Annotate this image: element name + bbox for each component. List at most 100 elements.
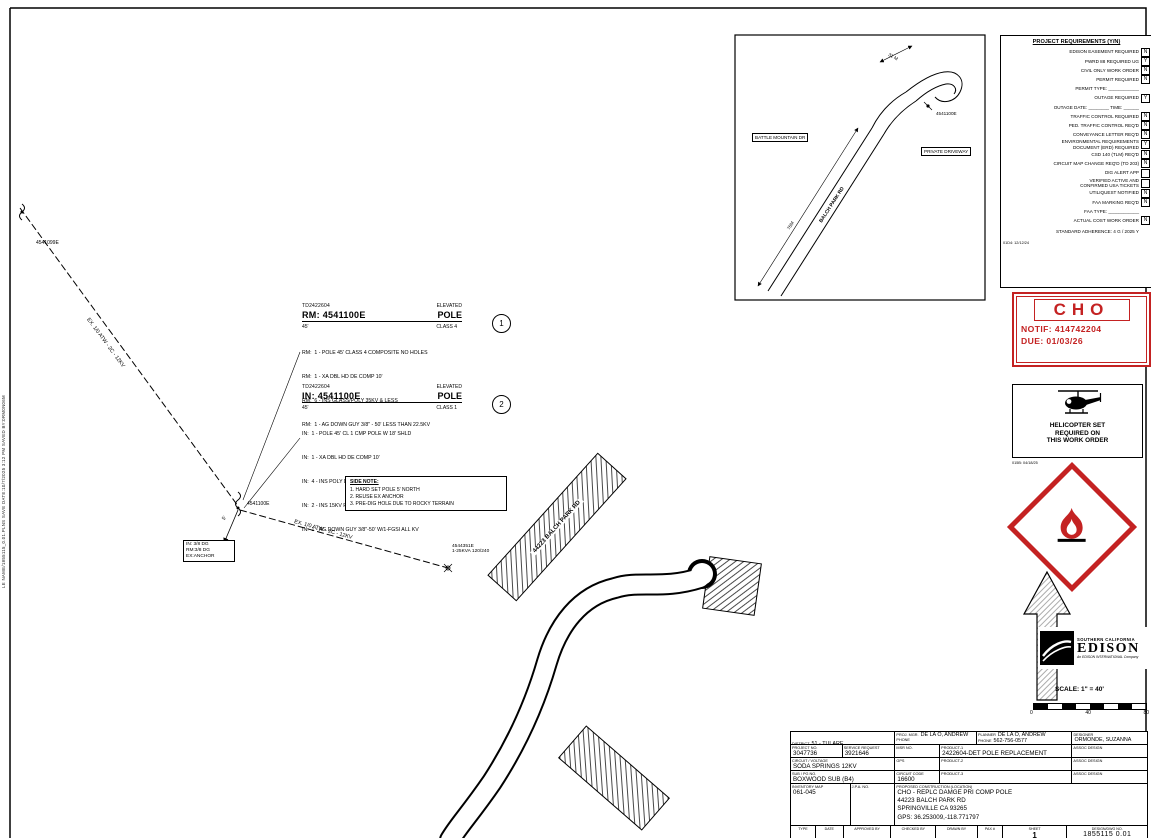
tb-designer-value: ORMONDE, SUZANNA	[1074, 736, 1132, 743]
pole-label-4541100E: 4541100E	[247, 501, 270, 507]
req-label: FAA TYPE: ____________	[1084, 208, 1139, 214]
req-label: CIRCUIT MAP CHANGE REQ'D (TD 203)	[1053, 161, 1139, 167]
note1-pole-id: RM: 4541100E	[302, 310, 366, 320]
note1-item: RM: 1 - POLE 45' CLASS 4 COMPOSITE NO HO…	[302, 349, 428, 356]
note2-pole-id: IN: 4541100E	[302, 391, 361, 401]
tb-approved-label: APPROVED BY	[854, 826, 880, 831]
tb-inventory-value: 061-045	[793, 788, 816, 796]
tb-district-label: DISTRICT	[792, 742, 810, 745]
tb-pax-label: PAX #	[984, 826, 995, 831]
tb-circuit-code-value: 16600	[897, 775, 915, 783]
note2-callout-number: 2	[499, 400, 504, 409]
tb-msr-label: MSR NO.	[896, 745, 913, 750]
pole-symbol-4541100E	[235, 491, 241, 517]
tb-sheet-value: 1	[1032, 830, 1037, 838]
tb-assoc2-cell: ASSOC DESIGN	[1072, 758, 1147, 771]
tb-product2-label: PRODUCT-2	[941, 758, 964, 763]
tb-circuit-cell: CIRCUIT / VOLTAGE SODA SPRINGS 12KV	[791, 758, 896, 771]
req-label: EDISON EASEMENT REQUIRED	[1069, 49, 1139, 55]
tb-approved-cell: APPROVED BY	[844, 826, 892, 838]
tb-assoc-design-label: ASSOC DESIGN	[1073, 758, 1103, 763]
req-row-erd: ENVIRONMENTAL REQUIREMENTS DOCUMENT (ERD…	[1003, 139, 1150, 150]
edison-logo-block: SOUTHERN CALIFORNIA EDISON An EDISON INT…	[1038, 627, 1148, 669]
tb-service-request-value: 3921646	[844, 749, 869, 757]
pole-c-equipment: 1-25KVA 120/240	[452, 549, 490, 554]
pole-symbol-4544351E	[443, 563, 453, 573]
req-row-faa-type: FAA TYPE: ____________	[1003, 207, 1150, 216]
plot-stamp-text: LE NAME/1855115_0.01.PLNS SAVE DATE:10/7…	[1, 395, 6, 589]
tb-proposed-line3: SPRINGVILLE CA 93265	[897, 805, 967, 813]
scale-tick-labels: 0 40 80	[1030, 710, 1149, 716]
req-label: PED. TRAFFIC CONTROL REQ'D	[1068, 122, 1139, 128]
req-checkbox: N	[1141, 197, 1150, 207]
tb-product2-cell: PRODUCT-2	[940, 758, 1073, 771]
req-label: PERMIT REQUIRED	[1096, 76, 1139, 82]
tb-dwg-value: 1855115 0.01	[1083, 830, 1132, 838]
tb-inventory-label: INVENTORY MAP	[792, 784, 824, 789]
cho-notif: NOTIF: 414742204	[1021, 323, 1102, 334]
inset-label-private-driveway: PRIVATE DRIVEWAY	[921, 147, 972, 156]
guy-anchor-line	[223, 509, 239, 544]
tb-date-cell: DATE	[816, 826, 844, 838]
scale-tick-0: 0	[1030, 710, 1033, 716]
tb-product3-cell: PRODUCT-3	[940, 771, 1073, 784]
tb-proposed-cell: PROPOSED CONSTRUCTION (LOCATION) CHO - R…	[895, 784, 1147, 826]
inset-label-battle-mountain: BATTLE MOUNTAIN DR	[752, 133, 809, 142]
note1-header: TD2422604 RM: 4541100E ELEVATED POLE	[302, 303, 462, 322]
req-checkbox: N	[1141, 47, 1150, 57]
note1-item: RM: 6 - INS GLASS/POLY 35KV & LESS	[302, 397, 398, 404]
req-row-dig-alert: DIG ALERT APP	[1003, 168, 1150, 178]
tb-assoc-design-label: ASSOC DESIGN	[1073, 745, 1103, 750]
req-checkbox	[1141, 178, 1150, 188]
sheet-border	[9, 7, 1147, 838]
req-label: TRAFFIC CONTROL REQUIRED	[1070, 113, 1139, 119]
note2-class: CLASS 1	[436, 404, 457, 411]
side-note-item: 3. PRE-DIG HOLE DUE TO ROCKY TERRAIN	[350, 501, 454, 507]
req-checkbox: Y	[1141, 140, 1150, 150]
req-label: STANDARD ADHERENCE: 4 G / 2025 Y	[1055, 229, 1139, 235]
note2-elevated-label: ELEVATED	[436, 384, 462, 390]
req-checkbox: N	[1141, 75, 1150, 85]
tb-date-label: DATE	[824, 826, 834, 831]
logo-southern-california: SOUTHERN CALIFORNIA	[1077, 637, 1136, 642]
tb-planner-phone-label: PHONE	[977, 739, 992, 743]
req-checkbox: N	[1141, 150, 1150, 160]
req-row-circuit-map-change: CIRCUIT MAP CHANGE REQ'D (TD 203)N	[1003, 159, 1150, 169]
note1-item: RM: 1 - AG DOWN GUY 3/8" - 50' LESS THAN…	[302, 421, 431, 428]
pole-label-4541099E: 4541099E	[36, 240, 59, 246]
project-requirements-box: PROJECT REQUIREMENTS (Y/N) EDISON EASEME…	[1000, 35, 1151, 288]
tb-planner-phone-value: 562-756-0577	[993, 738, 1028, 744]
cho-due: DUE: 01/03/26	[1021, 336, 1084, 346]
req-checkbox: N	[1141, 121, 1150, 131]
tb-inventory-cell: INVENTORY MAP 061-045	[791, 784, 851, 826]
requirements-footer-code: 01D4: 12/12/24	[1003, 240, 1029, 245]
tb-assoc-design-label: ASSOC DESIGN	[1073, 771, 1103, 776]
pole-note-2: TD2422604 IN: 4541100E ELEVATED POLE 45'…	[302, 384, 507, 550]
logo-edison-wordmark: EDISON	[1077, 641, 1140, 656]
req-label: ENVIRONMENTAL REQUIREMENTS DOCUMENT (ERD…	[1061, 139, 1139, 150]
tb-proposed-line4: GPS: 36.253009,-118.771797	[897, 813, 980, 821]
winding-road-outline	[439, 559, 717, 838]
vicinity-inset-map	[734, 34, 986, 301]
req-checkbox: N	[1141, 159, 1150, 169]
heli-text-line1: HELICOPTER SET	[1049, 422, 1106, 429]
tb-type-label: TYPE	[798, 826, 808, 831]
note2-td-number: TD2422604	[302, 384, 330, 390]
cho-title: CHO	[1033, 299, 1130, 321]
scale-bar	[1033, 703, 1147, 710]
requirements-title: PROJECT REQUIREMENTS (Y/N)	[1032, 39, 1121, 45]
inset-pole-label: 4541100E	[936, 111, 957, 116]
tb-checked-cell: CHECKED BY	[891, 826, 937, 838]
high-fire-risk-diamond	[1006, 461, 1138, 593]
note1-class: CLASS 4	[436, 323, 457, 330]
